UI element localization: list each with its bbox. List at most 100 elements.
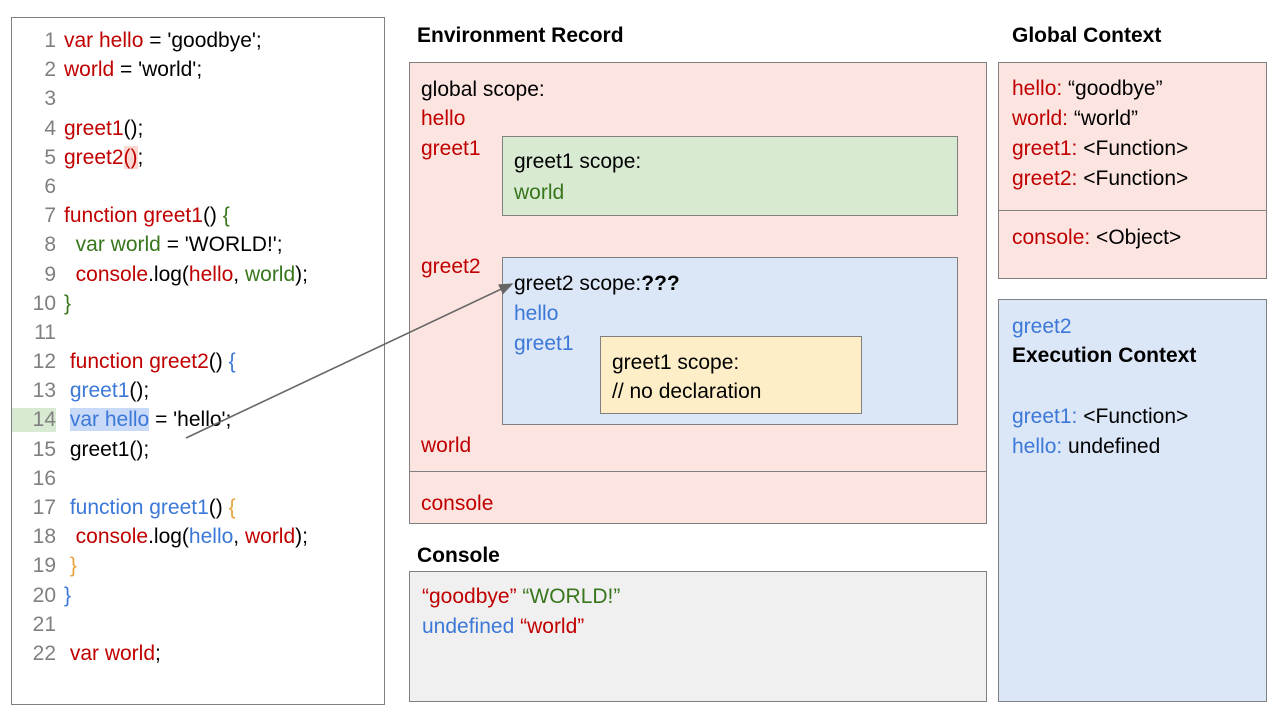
- ec-entry-hello: hello: undefined: [1012, 435, 1160, 459]
- global-scope-title: global scope:: [421, 78, 545, 101]
- code-token: ;: [155, 641, 161, 665]
- code-line-number: 3: [44, 87, 56, 111]
- console-token: “goodbye”: [422, 585, 517, 608]
- console-output-list: “goodbye” “WORLD!”undefined “world”: [422, 585, 620, 645]
- gc-entry-hello-value: “goodbye”: [1062, 77, 1163, 100]
- gc-entry-world-value: “world”: [1068, 107, 1139, 130]
- code-token: );: [295, 525, 308, 549]
- code-token: world: [244, 262, 296, 286]
- gc-entry-greet1: greet1: <Function>: [1012, 137, 1188, 161]
- gc-entry-console: console: <Object>: [1012, 226, 1181, 250]
- code-token: }: [64, 554, 77, 578]
- gc-entry-greet1-value: <Function>: [1077, 137, 1189, 160]
- console-box: “goodbye” “WORLD!”undefined “world”: [409, 571, 987, 702]
- global-context-box: [998, 62, 1267, 279]
- console-token: “world”: [514, 615, 585, 638]
- code-token: var hello: [69, 408, 150, 432]
- code-line-number: 8: [44, 233, 56, 257]
- console-token: undefined: [422, 615, 515, 638]
- code-token: = 'world';: [114, 58, 203, 82]
- code-line-text: }: [56, 554, 77, 578]
- greet2-scope-unknown-marker: ???: [641, 272, 680, 295]
- code-line: 19 }: [12, 554, 384, 583]
- code-token: ;: [137, 145, 144, 169]
- code-line: 13 greet1();: [12, 379, 384, 408]
- code-line: 9 console.log(hello, world);: [12, 263, 384, 292]
- greet1-inner-scope-title: greet1 scope:: [612, 351, 740, 374]
- code-token: = 'hello';: [149, 408, 232, 432]
- code-token: greet1();: [64, 437, 150, 461]
- er-binding-hello: hello: [421, 107, 466, 130]
- execution-context-title: Execution Context: [1012, 344, 1197, 367]
- console-token: “WORLD!”: [516, 585, 621, 608]
- code-line-text: function greet1() {: [56, 496, 236, 520]
- code-line-number: 19: [32, 554, 56, 578]
- code-line-number: 11: [34, 320, 56, 344]
- code-line: 6: [12, 175, 384, 204]
- code-line: 12 function greet2() {: [12, 350, 384, 379]
- greet1-scope-entry-world: world: [514, 181, 565, 204]
- code-token: hello: [188, 262, 234, 286]
- code-token: function greet1: [64, 204, 203, 228]
- code-token: function greet2: [64, 350, 209, 374]
- greet1-scope-title: greet1 scope:: [514, 150, 642, 173]
- code-line-number: 5: [44, 145, 56, 169]
- code-line-number: 18: [32, 525, 56, 549]
- code-token: var world: [64, 641, 156, 665]
- code-line-text: }: [56, 584, 71, 608]
- code-token: );: [295, 262, 308, 286]
- code-line-number: 20: [32, 583, 56, 607]
- er-binding-world: world: [421, 434, 472, 457]
- code-token: = 'goodbye';: [143, 29, 262, 52]
- code-line-number: 6: [44, 174, 56, 198]
- code-line-text: var hello = 'goodbye';: [56, 29, 262, 53]
- console-line: “goodbye” “WORLD!”: [422, 585, 620, 615]
- environment-record-divider: [409, 471, 987, 472]
- code-line-number: 21: [32, 612, 56, 636]
- code-token: ();: [123, 116, 144, 140]
- code-line-text: var world = 'WORLD!';: [56, 233, 283, 257]
- code-token: world: [244, 525, 296, 549]
- code-line: 16: [12, 467, 384, 496]
- code-line-text: greet1();: [56, 438, 149, 462]
- code-token: ,: [233, 262, 245, 286]
- execution-context-owner: greet2: [1012, 315, 1072, 338]
- er-binding-greet2: greet2: [421, 255, 481, 278]
- code-token: }: [64, 291, 72, 315]
- code-line: 17 function greet1() {: [12, 496, 384, 525]
- code-line-text: greet1();: [56, 117, 143, 141]
- code-token: ,: [233, 525, 245, 549]
- code-line-number: 4: [44, 116, 56, 140]
- code-line-number: 13: [32, 379, 56, 403]
- greet2-scope-title-row: greet2 scope:???: [514, 272, 680, 296]
- greet2-scope-entry-greet1: greet1: [514, 332, 574, 355]
- gc-entry-greet2: greet2: <Function>: [1012, 167, 1188, 191]
- ec-entry-greet1: greet1: <Function>: [1012, 405, 1188, 429]
- gc-entry-console-value: <Object>: [1090, 226, 1182, 249]
- code-token: .log(: [148, 262, 189, 286]
- ec-entry-hello-value: undefined: [1062, 435, 1161, 458]
- code-line-text: console.log(hello, world);: [56, 525, 308, 549]
- code-line-number: 9: [44, 262, 56, 286]
- greet2-scope-title: greet2 scope:: [514, 272, 642, 295]
- code-token: function greet1: [64, 496, 209, 519]
- code-line: 10}: [12, 292, 384, 321]
- code-line-number: 17: [32, 496, 56, 519]
- code-line-text: function greet1() {: [56, 204, 230, 228]
- code-line-number: 10: [32, 291, 56, 315]
- gc-entry-world: world: “world”: [1012, 107, 1138, 131]
- code-token: (): [208, 496, 229, 519]
- greet1-scope-box: [502, 136, 958, 216]
- code-token: (): [202, 204, 223, 228]
- code-token: hello: [188, 525, 234, 549]
- ec-entry-greet1-key: greet1:: [1012, 405, 1078, 428]
- code-token: greet2: [64, 145, 124, 169]
- code-token: = 'WORLD!';: [160, 233, 283, 257]
